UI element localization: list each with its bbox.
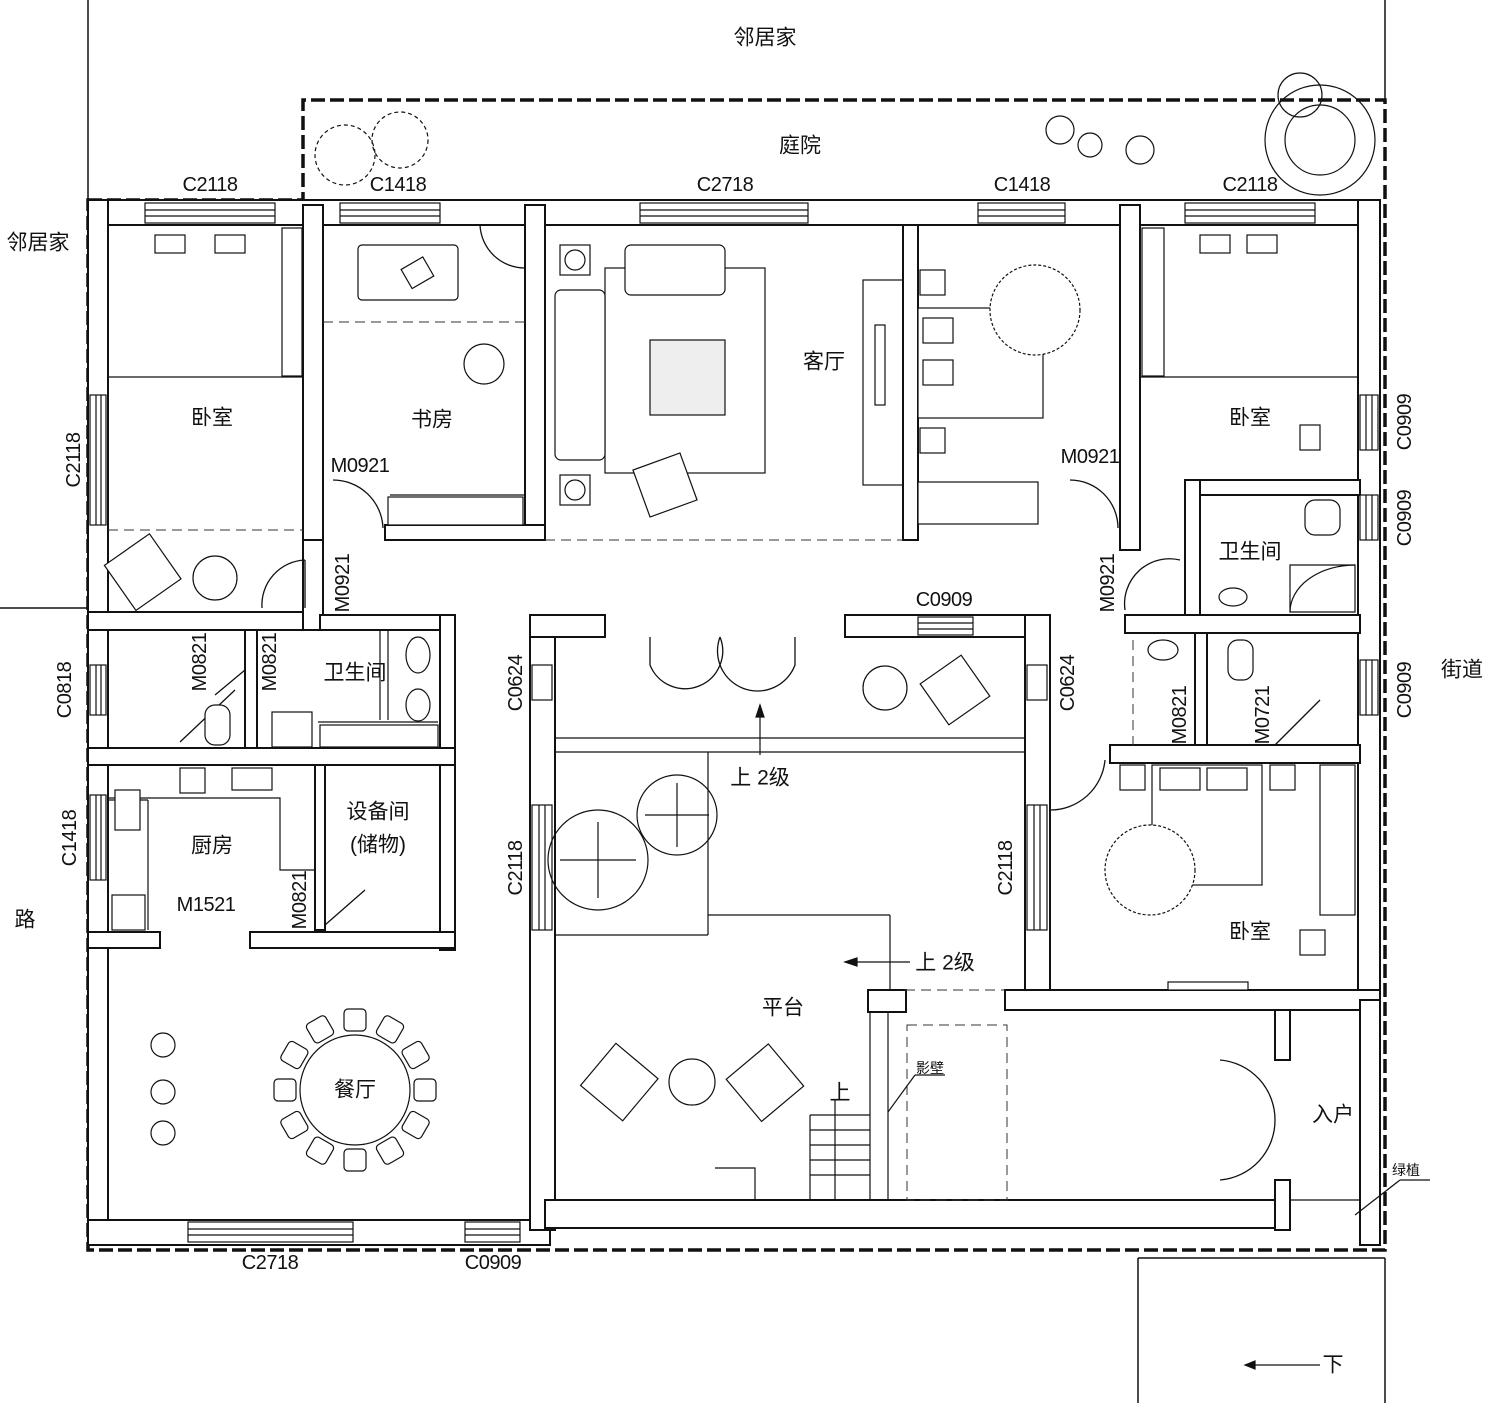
door-code: M0821 <box>1169 685 1191 745</box>
neighbor-label-top: 邻居家 <box>733 26 797 50</box>
room-terrace: 平台 <box>762 996 804 1020</box>
tv-cabinet <box>862 279 904 486</box>
room-bathroom-e: 卫生间 <box>1218 540 1282 564</box>
stair-down-label: 下 <box>1322 1353 1344 1377</box>
room-equipment: 设备间 <box>346 800 410 824</box>
window-code: C0624 <box>505 654 527 712</box>
window-code: C0909 <box>1394 661 1416 719</box>
windows <box>89 202 1379 1243</box>
road-label: 路 <box>14 908 36 932</box>
dining-chair <box>343 1148 367 1172</box>
courtyard-label: 庭院 <box>779 134 821 158</box>
door-code: M0721 <box>1252 685 1274 745</box>
room-entrance: 入户 <box>1312 1103 1354 1127</box>
neighbor-label-left: 邻居家 <box>6 231 70 255</box>
door-code: M0921 <box>330 455 390 477</box>
room-bathroom-w: 卫生间 <box>323 661 387 685</box>
dining-chair <box>375 1136 405 1165</box>
room-study: 书房 <box>411 408 453 432</box>
window-code: C1418 <box>369 174 427 196</box>
room-kitchen: 厨房 <box>191 834 233 858</box>
window-code: C1418 <box>993 174 1051 196</box>
doors <box>179 224 1321 1181</box>
dining-chair <box>401 1110 430 1140</box>
door-code: M0921 <box>1097 553 1119 613</box>
room-bedroom-ne: 卧室 <box>1229 406 1271 430</box>
stair-up-label: 上 <box>829 1081 851 1105</box>
dining-chair <box>280 1110 309 1140</box>
door-code: M0821 <box>259 632 281 692</box>
window-code: C0624 <box>1057 654 1079 712</box>
window-code: C2118 <box>995 840 1017 896</box>
window-code: C2118 <box>63 432 85 488</box>
dining-chair <box>375 1015 405 1044</box>
room-dining: 餐厅 <box>334 1078 376 1102</box>
window-code: C2118 <box>182 174 238 196</box>
dining-chair <box>305 1015 335 1044</box>
door-code: M0821 <box>189 632 211 692</box>
door-code: M1521 <box>176 894 236 916</box>
screen-wall-outline <box>906 1024 1008 1201</box>
room-bedroom-se: 卧室 <box>1229 920 1271 944</box>
door-code: M0921 <box>1060 446 1120 468</box>
window-code: C0909 <box>1394 393 1416 451</box>
dining-chair <box>343 1008 367 1032</box>
room-bedroom-nw: 卧室 <box>191 406 233 430</box>
window-code: C2718 <box>696 174 754 196</box>
room-storage: (储物) <box>350 833 406 857</box>
dining-chair <box>401 1040 430 1070</box>
steps-up-label: 上 2级 <box>915 951 975 975</box>
room-living-room: 客厅 <box>803 350 845 374</box>
dining-chair <box>280 1040 309 1070</box>
window-code: C2118 <box>505 840 527 896</box>
window-code: C0909 <box>1394 489 1416 547</box>
dining-chair <box>273 1078 297 1102</box>
dining-chair <box>413 1078 437 1102</box>
screen-wall-label: 影壁 <box>916 1060 944 1076</box>
window-code: C2718 <box>241 1252 299 1274</box>
furniture <box>103 234 1356 1172</box>
planting-label: 绿植 <box>1392 1162 1420 1178</box>
window-code: C0909 <box>915 589 973 611</box>
steps-up-label: 上 2级 <box>730 766 790 790</box>
street-label: 街道 <box>1441 658 1483 682</box>
door-code: M0921 <box>332 553 354 613</box>
window-code: C0909 <box>464 1252 522 1274</box>
window-code: C1418 <box>59 809 81 867</box>
window-code: C0818 <box>54 661 76 719</box>
dining-chair <box>305 1136 335 1165</box>
window-code: C2118 <box>1222 174 1278 196</box>
plants <box>314 72 1376 911</box>
door-code: M0821 <box>289 870 311 930</box>
